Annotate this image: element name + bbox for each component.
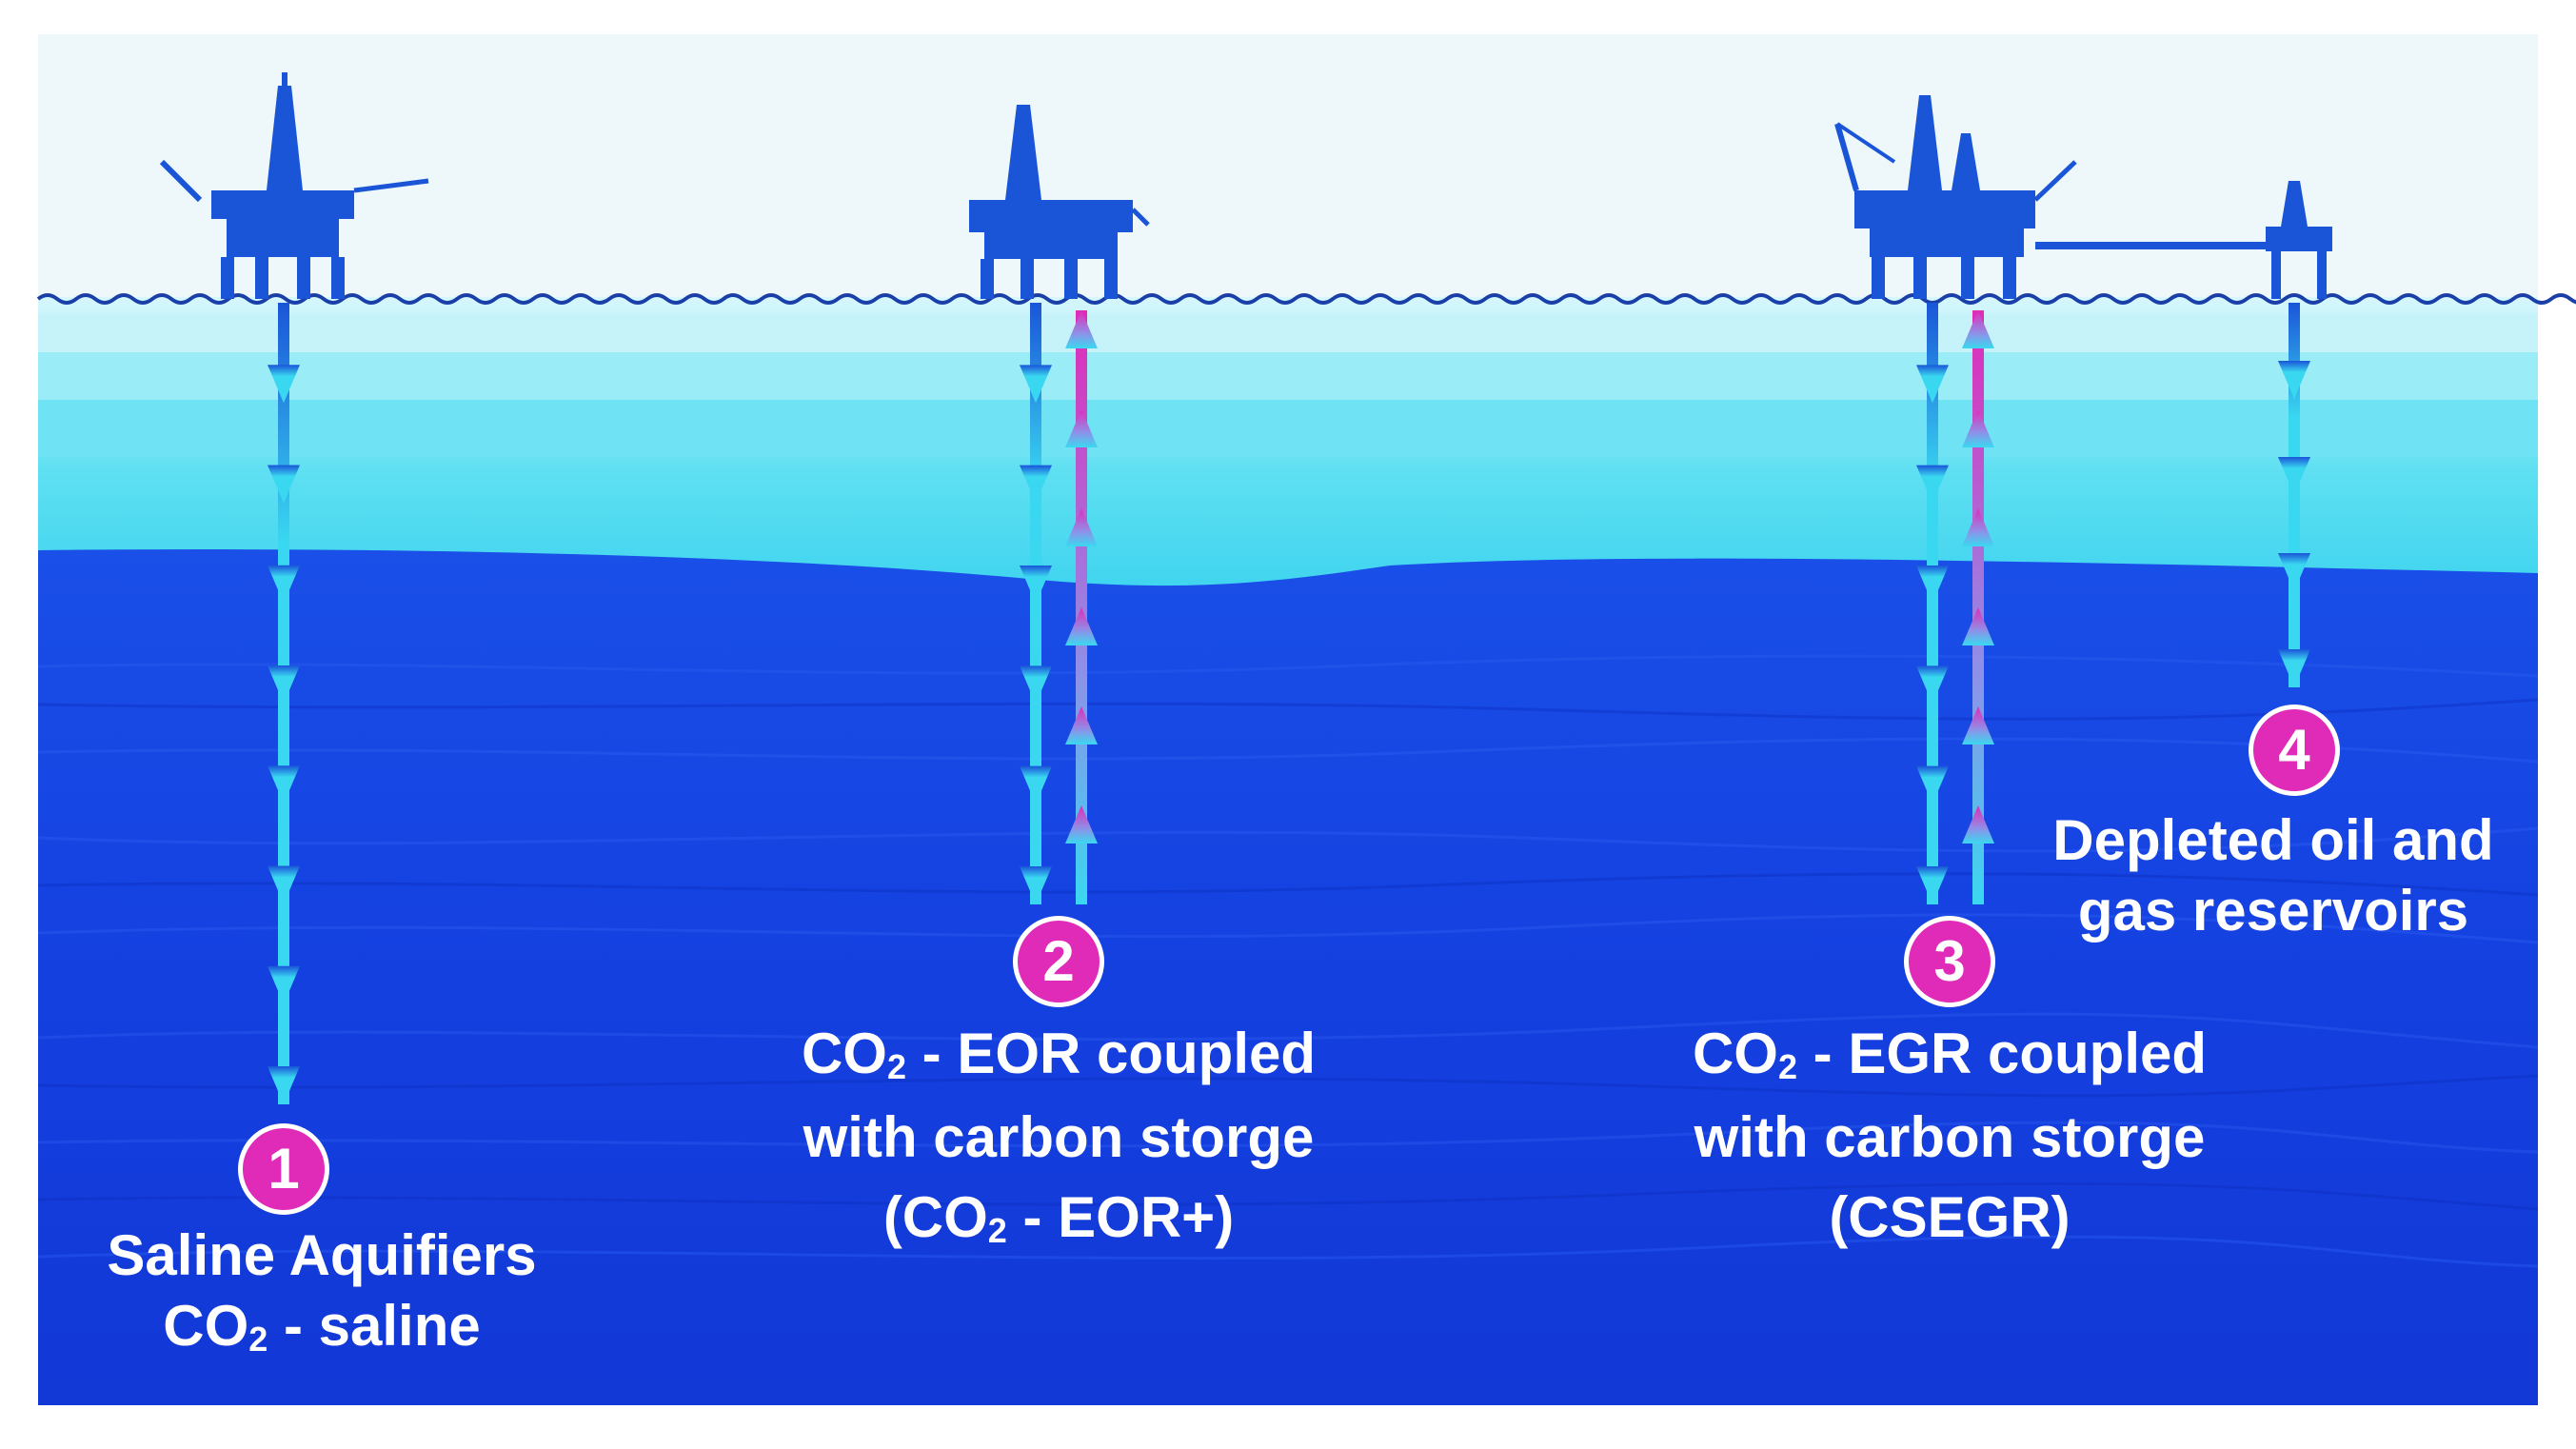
site-4-number-badge: 4 [2249,705,2340,796]
site-2-injection-arrow-head [1020,665,1052,705]
oil-platform-2 [969,105,1150,299]
site-3-production-arrow-head [1962,310,1994,348]
site-3-production-arrow-head [1962,607,1994,645]
site-1-injection-arrow-head [268,865,300,904]
sea-surface-waves [36,293,2576,305]
site-3-production-arrow-head [1962,409,1994,447]
site-2-line-3: (CO2 - EOR+) [882,1185,1235,1250]
site-2-production-arrow-head [1065,409,1098,447]
site-1-injection-arrow-head [268,465,300,504]
flow-arrows [268,303,2310,1104]
sea-band-1 [38,314,2538,352]
site-2-line-2: with carbon storge [803,1105,1315,1169]
site-3-production-arrow-head [1962,508,1994,546]
site-4-injection-arrow [2278,303,2310,687]
site-3-line-2: with carbon storge [1694,1105,2206,1169]
site-1-label: Saline Aquifiers CO2 - saline [107,1221,536,1375]
site-1-injection-arrow-head [268,565,300,604]
site-3-injection-arrow-head [1916,566,1949,604]
site-3-production-arrow [1962,310,1994,904]
site-4-line-1: Depleted oil and [2052,808,2494,872]
site-1-injection-arrow-head [268,365,300,404]
site-3-number-badge: 3 [1904,916,1995,1007]
site-2-production-arrow-head [1065,607,1098,645]
site-2-production-arrow-head [1065,805,1098,844]
site-1-injection-arrow-head [268,965,300,1004]
site-4-label: Depleted oil and gas reservoirs [2052,805,2493,946]
rock-strata-dark [37,698,2539,1211]
rock-strata [37,654,2539,1268]
site-2-number-badge: 2 [1013,916,1104,1007]
site-1-injection-arrow-head [268,665,300,704]
site-2-injection-arrow [1020,303,1052,904]
sea-band-2 [38,352,2538,400]
site-2-production-arrow-head [1065,508,1098,546]
site-2-label: CO2 - EOR coupled with carbon storge (CO… [802,1019,1316,1266]
site-3-line-3: (CSEGR) [1829,1185,2071,1249]
site-3-injection-arrow-head [1916,866,1949,904]
site-1-number-badge: 1 [238,1123,329,1215]
site-4-injection-arrow-head [2278,361,2310,399]
site-1-injection-arrow [268,303,300,1104]
site-1-line-1: Saline Aquifiers [107,1223,537,1287]
site-1-injection-arrow-head [268,1066,300,1104]
site-3-injection-arrow [1916,303,1949,904]
site-2-line-1: CO2 - EOR coupled [801,1022,1317,1086]
sky [38,34,2538,299]
site-4-injection-arrow-head [2278,457,2310,495]
site-4-injection-arrow-head [2278,553,2310,591]
oil-platform-1 [159,72,429,299]
oil-platform-3 [1834,95,2273,299]
site-1-line-2: CO2 - saline [163,1294,481,1359]
seabed-rock [38,549,2538,1405]
site-3-injection-arrow-head [1916,365,1949,404]
site-3-injection-arrow-head [1916,765,1949,804]
site-3-injection-arrow-head [1916,665,1949,705]
site-2-production-arrow-head [1065,310,1098,348]
site-3-line-1: CO2 - EGR coupled [1692,1022,2208,1086]
site-2-injection-arrow-head [1020,566,1052,604]
site-2-injection-arrow-head [1020,465,1052,504]
site-2-production-arrow-head [1065,706,1098,744]
site-3-label: CO2 - EGR coupled with carbon storge (CS… [1693,1019,2207,1253]
site-2-production-arrow [1065,310,1098,904]
site-4-injection-arrow-head [2278,649,2310,687]
site-1-injection-arrow-head [268,765,300,804]
site-3-injection-arrow-head [1916,465,1949,504]
site-3-production-arrow-head [1962,805,1994,844]
site-2-injection-arrow-head [1020,365,1052,404]
sea-band-3 [38,400,2538,457]
site-2-injection-arrow-head [1020,765,1052,804]
oil-platform-4 [2266,181,2332,299]
site-4-line-2: gas reservoirs [2077,879,2469,943]
site-3-production-arrow-head [1962,706,1994,744]
site-2-injection-arrow-head [1020,866,1052,904]
